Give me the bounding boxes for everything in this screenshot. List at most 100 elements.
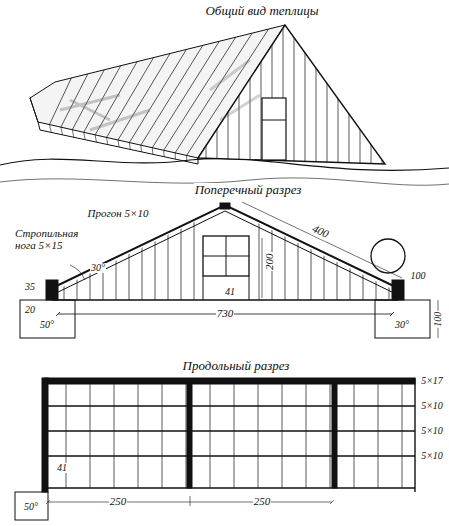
section-title: Поперечный разрез [194, 183, 303, 197]
window-bar [203, 256, 249, 257]
glazing-bar [330, 384, 331, 488]
angle-arc [70, 265, 85, 280]
shading [210, 60, 260, 120]
dimension-line [262, 238, 263, 298]
dimension: 400 [309, 223, 331, 241]
wall-base [40, 130, 198, 164]
gable-stud [250, 20, 251, 166]
wall-bar [49, 125, 51, 133]
dimension: 35 [24, 282, 36, 293]
foundation [20, 300, 75, 338]
gable-stud [327, 20, 328, 166]
detail-circle [371, 239, 405, 273]
sill [52, 299, 398, 300]
gable-stud [349, 20, 350, 166]
dimension-tick [190, 496, 191, 506]
end-wall [30, 98, 38, 122]
gable-stud [316, 20, 317, 166]
glazing-bar [118, 54, 170, 141]
wall-bar [107, 137, 108, 144]
wall-bar [72, 130, 74, 138]
wall-bar [175, 153, 176, 159]
glazing-bar [114, 384, 115, 488]
section-title: Продольный разрез [182, 359, 291, 373]
glazing-bars [49, 29, 268, 162]
window-post [249, 276, 250, 300]
purlin [45, 405, 415, 406]
glazing-bar [164, 37, 236, 150]
wall-base [198, 158, 199, 164]
wall-stud [181, 200, 182, 300]
dimension: 41 [224, 287, 236, 298]
wall-stud [272, 200, 273, 300]
wall-bar [95, 135, 96, 142]
wall-stud [285, 200, 286, 300]
wall-bar [61, 127, 63, 135]
wall-stud [194, 200, 195, 300]
wall-bar [129, 143, 131, 150]
dimension: 730 [216, 308, 235, 320]
member-size: 5×17 [420, 376, 444, 387]
gable-stud [371, 20, 372, 166]
wall-bar [152, 148, 154, 155]
sill [45, 487, 415, 489]
glazing-bar [282, 384, 283, 488]
gable-stud [261, 20, 262, 166]
post [42, 378, 48, 492]
gable-stud [382, 20, 383, 166]
gable-stud [239, 20, 240, 166]
dimension-line [242, 202, 402, 278]
wall-plate [392, 280, 404, 300]
glazing-bar [187, 29, 269, 155]
window [203, 236, 249, 276]
purlin [45, 455, 415, 456]
perspective-view [0, 20, 449, 185]
glazing-bar [49, 78, 71, 125]
glazing-bars [66, 384, 402, 488]
wall-bar [84, 132, 85, 139]
wall-stud [324, 200, 325, 300]
wall-stud [259, 200, 260, 300]
glazing-bar [210, 384, 211, 488]
wall-bar [186, 155, 187, 161]
dimension: 41 [56, 463, 68, 474]
glazing-bar [138, 384, 139, 488]
purlin [45, 430, 415, 431]
dimension: 100 [410, 271, 427, 282]
post [187, 384, 192, 488]
wall-stud [311, 200, 312, 300]
door-rail [262, 120, 286, 121]
glazing-bar [61, 74, 88, 127]
glazing-bar [378, 384, 379, 488]
post [414, 378, 415, 492]
ridge-purlin [220, 203, 230, 209]
glazing-bar [306, 384, 307, 488]
longitudinal-section [15, 378, 415, 520]
cross-section [20, 200, 438, 338]
wall-stud [168, 200, 169, 300]
door [262, 98, 286, 160]
gable-stud [294, 20, 295, 166]
glazing-bar [234, 384, 235, 488]
angle-dimension: 50° [39, 320, 55, 331]
glazing-bar [90, 384, 91, 488]
gable-studs [206, 20, 382, 166]
wall-plate [46, 280, 58, 300]
glazing-bar [186, 384, 187, 488]
member-size: 5×10 [420, 401, 444, 412]
glazing-bar [354, 384, 355, 488]
gable-stud [360, 20, 361, 166]
member-size: 5×10 [420, 451, 444, 462]
wall-stud [298, 200, 299, 300]
rafter-inner [54, 211, 396, 294]
ridge-beam [45, 378, 415, 384]
foundation [15, 492, 48, 520]
dimension: 250 [253, 496, 272, 508]
window-post [203, 276, 204, 300]
glazing-bar [162, 384, 163, 488]
part-name: Стропильная нога 5×15 [14, 228, 86, 251]
foundation [375, 300, 430, 338]
